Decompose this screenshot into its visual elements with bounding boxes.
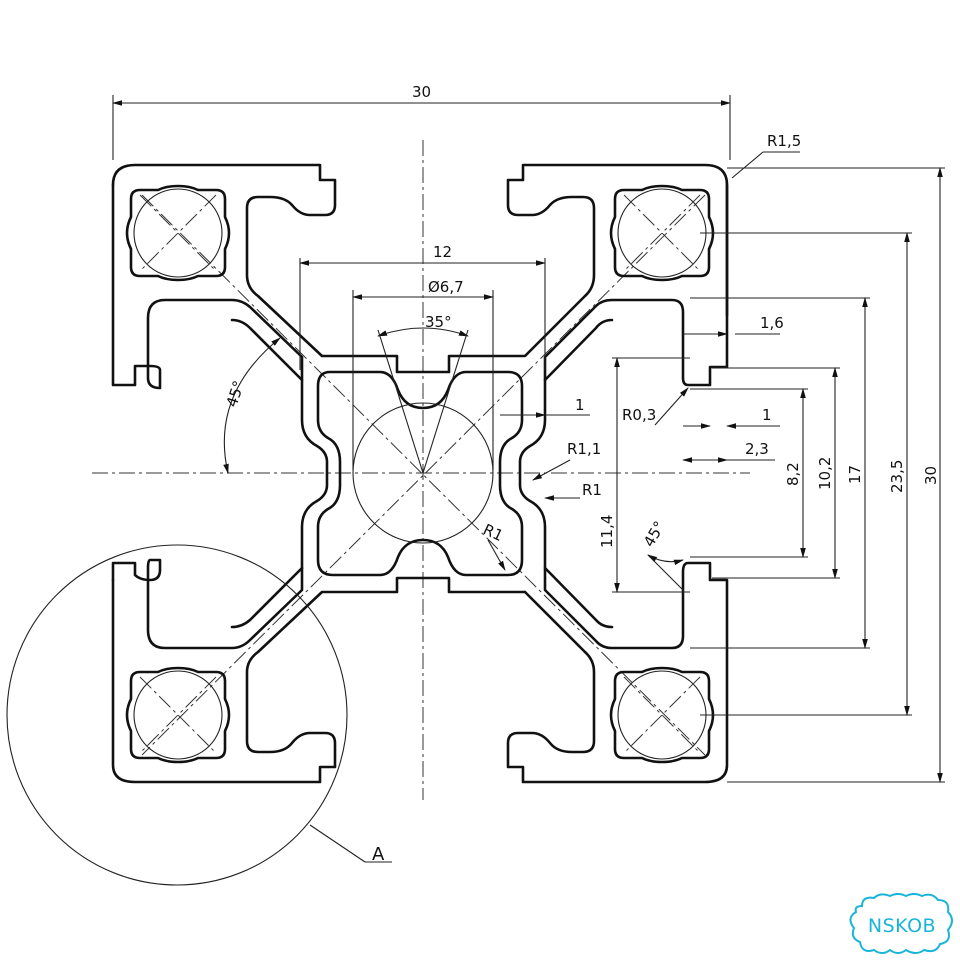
logo-cloud-icon: [849, 893, 953, 954]
web-bl: [230, 566, 304, 629]
profile-outline: [111, 163, 729, 784]
dim-width-30: 30: [412, 83, 431, 101]
dim-11-4: 11,4: [598, 515, 616, 548]
bottom-center: [111, 576, 527, 784]
dim-diameter: Ø6,7: [428, 278, 464, 296]
center-bore: [352, 402, 494, 544]
corner-hole-tr: [609, 184, 715, 282]
detail-leader: [309, 824, 366, 863]
dim-17: 17: [846, 465, 864, 484]
dim-8-2: 8,2: [784, 462, 802, 486]
web-tr: [543, 318, 614, 382]
center-lines: [92, 140, 750, 800]
radius-1-b: R1: [480, 520, 506, 545]
corner-top-left: [111, 163, 729, 374]
diagonal-centerline-a: [141, 194, 706, 756]
radius-1-1: R1,1: [567, 440, 601, 458]
radius-1-a: R1: [582, 481, 602, 499]
center-chamber: [316, 370, 524, 577]
dim-2-3: 2,3: [745, 440, 769, 458]
dim-10-2: 10,2: [816, 457, 834, 490]
dim-23-5: 23,5: [888, 460, 906, 493]
left-side-slot: [111, 183, 329, 650]
radius-0-3: R0,3: [622, 406, 656, 424]
detail-circle-a: [6, 544, 348, 886]
dim-1-6: 1,6: [760, 314, 784, 332]
logo-text: NSKOB: [868, 915, 936, 937]
angle-45-left: 45°: [223, 378, 248, 409]
angle-45-right: 45°: [640, 518, 669, 550]
diagonal-centerline-b: [141, 194, 706, 756]
dimension-lines: [112, 95, 945, 783]
corner-hole-bl: [125, 666, 231, 764]
dim-12: 12: [433, 243, 452, 261]
dim-1-center: 1: [575, 396, 585, 414]
corner-hole-tl: [125, 184, 231, 282]
web-tl: [230, 318, 304, 382]
right-side-slot: [506, 183, 729, 784]
detail-label-a: A: [372, 844, 385, 865]
dim-1-right: 1: [762, 406, 772, 424]
dim-height-30: 30: [922, 466, 940, 485]
angle-35: 35°: [425, 313, 452, 331]
diagonal-webs: [230, 318, 614, 629]
brand-logo: NSKOB: [849, 893, 953, 954]
radius-1-5: R1,5: [767, 132, 801, 150]
web-br: [543, 566, 614, 629]
